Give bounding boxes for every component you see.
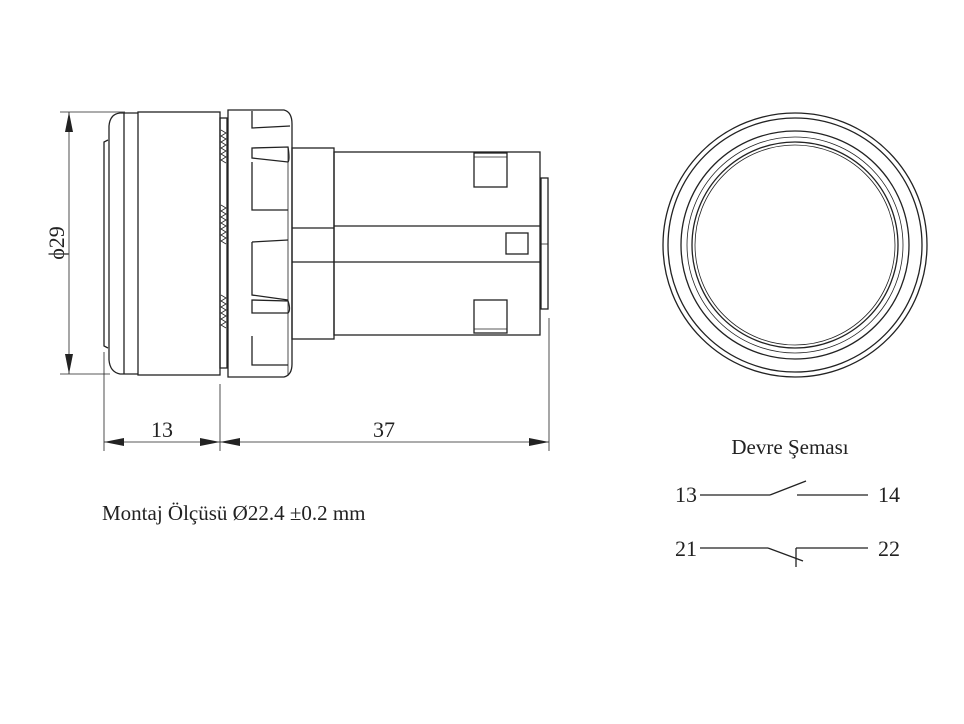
arrow-down-icon (65, 354, 73, 374)
circuit-diagram: Devre Şeması 13 14 21 22 (675, 435, 900, 567)
arrow-up-icon (65, 112, 73, 132)
housing (291, 147, 549, 340)
terminal-22-label: 22 (878, 536, 900, 561)
circuit-title: Devre Şeması (731, 435, 848, 459)
diameter-label: ϕ29 (44, 226, 69, 260)
terminal-21-label: 21 (675, 536, 697, 561)
length-dimensions: 13 37 (103, 318, 550, 451)
body-length-label: 37 (373, 417, 395, 442)
mounting-note: Montaj Ölçüsü Ø22.4 ±0.2 mm (102, 501, 366, 525)
diameter-dimension: ϕ29 (44, 111, 125, 375)
front-length-label: 13 (151, 417, 173, 442)
no-contact: 13 14 (675, 480, 900, 507)
terminal-14-label: 14 (878, 482, 900, 507)
thread (219, 117, 228, 369)
side-view: ϕ29 (44, 109, 550, 451)
button-cap (103, 111, 221, 376)
front-view (662, 112, 928, 378)
mounting-ring (227, 109, 293, 378)
terminal-13-label: 13 (675, 482, 697, 507)
nc-contact: 21 22 (675, 536, 900, 567)
